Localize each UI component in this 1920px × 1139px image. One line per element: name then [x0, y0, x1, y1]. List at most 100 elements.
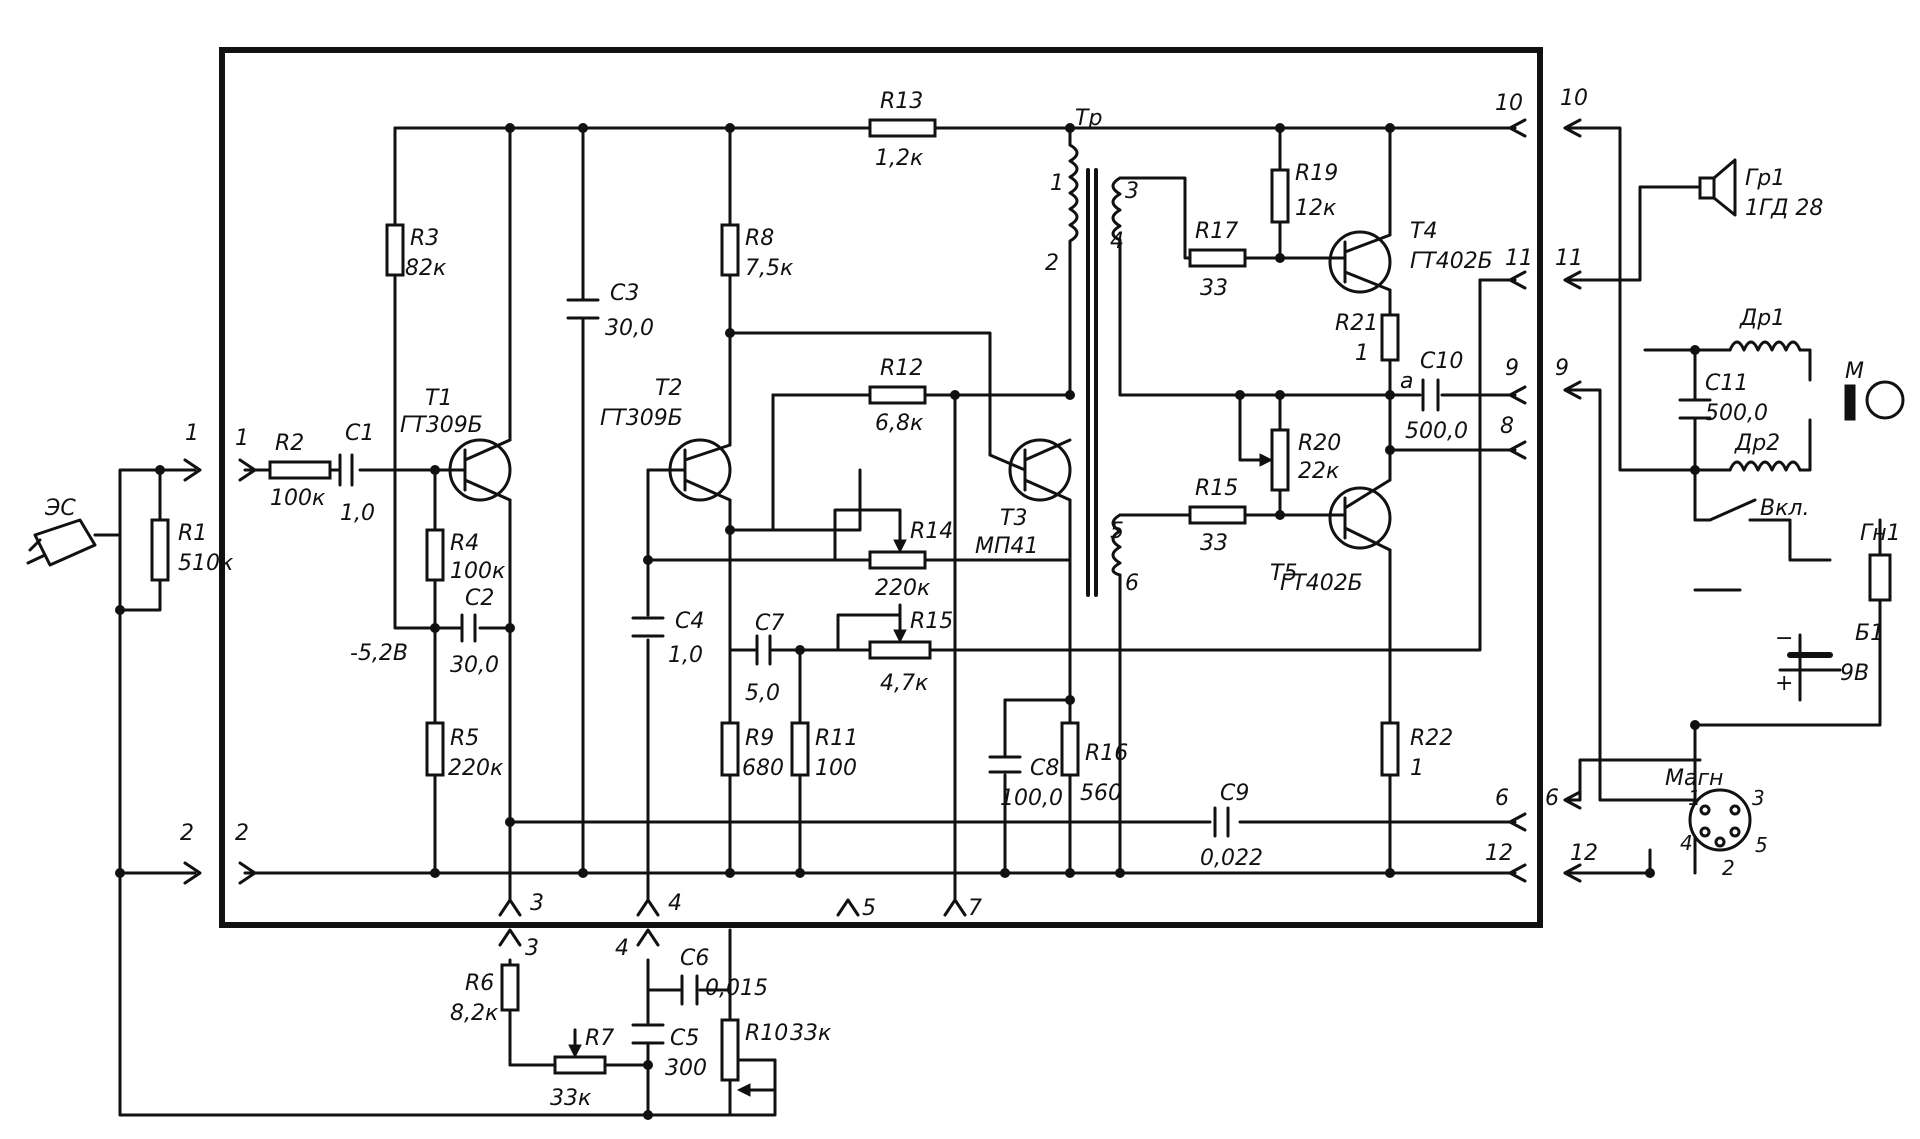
label-r20-value: 22к	[1298, 459, 1340, 484]
label-dr2: Др2	[1734, 431, 1780, 456]
capacitor-c2	[460, 613, 477, 643]
label-c8-value: 100,0	[1000, 786, 1063, 811]
resistor-r20	[1270, 428, 1290, 492]
label-r15-pot: R15	[910, 609, 953, 634]
label-dr1: Др1	[1739, 306, 1785, 331]
label-node-a: a	[1400, 369, 1413, 394]
label-tr: Тр	[1075, 106, 1102, 131]
resistor-r1	[150, 518, 170, 582]
capacitor-c8	[988, 755, 1022, 774]
label-r13-value: 1,2к	[875, 146, 924, 171]
label-b1-minus: −	[1775, 626, 1793, 651]
label-t5-type: ГТ402Б	[1280, 571, 1363, 596]
label-es: ЭС	[44, 496, 76, 521]
pin-9-outer: 9	[1555, 356, 1569, 381]
label-t3: T3	[1000, 506, 1027, 531]
label-t2-type: ГТ309Б	[600, 406, 683, 431]
label-gr1: Гр1	[1745, 166, 1785, 191]
choke-dr2	[1728, 460, 1802, 472]
label-t4-type: ГТ402Б	[1410, 249, 1493, 274]
label-c5: C5	[670, 1026, 699, 1051]
label-r6-value: 8,2к	[450, 1001, 499, 1026]
label-c11: C11	[1705, 371, 1748, 396]
transistor-t4	[1278, 230, 1392, 294]
label-r20: R20	[1298, 431, 1341, 456]
pin-10-inner: 10	[1495, 91, 1523, 116]
label-r17-value: 33	[1200, 276, 1228, 301]
label-r12-value: 6,8к	[875, 411, 924, 436]
label-r15-pot-value: 4,7к	[880, 671, 929, 696]
resistor-r21	[1380, 313, 1400, 362]
label-c2: C2	[465, 586, 494, 611]
potentiometer-wipers	[568, 453, 1274, 1097]
label-r10: R10	[745, 1021, 788, 1046]
pin-markers	[183, 118, 1582, 947]
label-r6: R6	[465, 971, 494, 996]
pin-1-outer: 1	[185, 421, 199, 446]
label-r4: R4	[450, 531, 479, 556]
label-tr-p2: 2	[1045, 251, 1059, 276]
label-t2: T2	[655, 376, 682, 401]
capacitor-c3	[566, 298, 600, 320]
connector-magn	[1688, 788, 1752, 852]
label-r12: R12	[880, 356, 923, 381]
label-r1: R1	[178, 521, 207, 546]
label-c4: C4	[675, 609, 704, 634]
label-r5-value: 220к	[448, 756, 504, 781]
label-magn-p3: 3	[1752, 786, 1765, 810]
label-r16-value: 560	[1080, 781, 1122, 806]
label-r21: R21	[1335, 311, 1378, 336]
label-tr-p5: 5	[1110, 519, 1124, 544]
label-r15: R15	[1195, 476, 1238, 501]
label-c3: C3	[610, 281, 639, 306]
resistor-r12	[868, 385, 927, 405]
resistor-r11	[790, 721, 810, 777]
label-magn-p1: 1	[1688, 786, 1701, 810]
transistor-t1	[448, 438, 512, 502]
resistor-r17	[1188, 248, 1247, 268]
capacitor-c4	[631, 616, 665, 638]
transistor-t2	[646, 438, 732, 502]
label-r22-value: 1	[1410, 756, 1424, 781]
label-c1-value: 1,0	[340, 501, 375, 526]
label-r1-value: 510к	[178, 551, 234, 576]
label-magn-p4: 4	[1680, 831, 1693, 855]
label-magn: Магн	[1665, 766, 1723, 791]
label-r14-value: 220к	[875, 576, 931, 601]
resistor-r7	[553, 1055, 607, 1075]
resistor-r15	[1188, 505, 1247, 525]
label-c1: C1	[345, 421, 374, 446]
label-c7: C7	[755, 611, 784, 636]
capacitors	[338, 298, 1712, 1045]
label-tr-p6: 6	[1125, 571, 1139, 596]
label-vkl: Вкл.	[1760, 496, 1809, 521]
label-r21-value: 1	[1355, 341, 1369, 366]
pin-2-inner: 2	[235, 821, 249, 846]
label-r8: R8	[745, 226, 774, 251]
labels: ЭС R1 510к R2 100к C1 1,0 R3 82к T1 ГТ30…	[44, 86, 1901, 1111]
label-r11: R11	[815, 726, 858, 751]
label-c10-value: 500,0	[1405, 419, 1468, 444]
label-c9-value: 0,022	[1200, 846, 1263, 871]
label-r5: R5	[450, 726, 479, 751]
label-c2-value: 30,0	[450, 653, 499, 678]
label-r11-value: 100	[815, 756, 857, 781]
pin-4-inner: 4	[668, 891, 682, 916]
resistor-r9	[720, 721, 740, 777]
resistor-r16	[1060, 721, 1080, 777]
choke-dr1	[1728, 340, 1802, 352]
label-r19-value: 12к	[1295, 196, 1337, 221]
resistor-r4	[425, 528, 445, 582]
resistor-r3	[385, 223, 405, 277]
label-gr1-type: 1ГД 28	[1745, 196, 1823, 221]
capacitor-c5	[631, 1023, 665, 1045]
label-magn-p2: 2	[1722, 856, 1735, 880]
transistor-t5	[1278, 478, 1392, 552]
label-r17: R17	[1195, 219, 1238, 244]
resistor-r8	[720, 223, 740, 277]
label-r15-value: 33	[1200, 531, 1228, 556]
capacitor-c11	[1678, 398, 1712, 420]
switch-vkl	[1708, 498, 1757, 522]
label-r9: R9	[745, 726, 774, 751]
